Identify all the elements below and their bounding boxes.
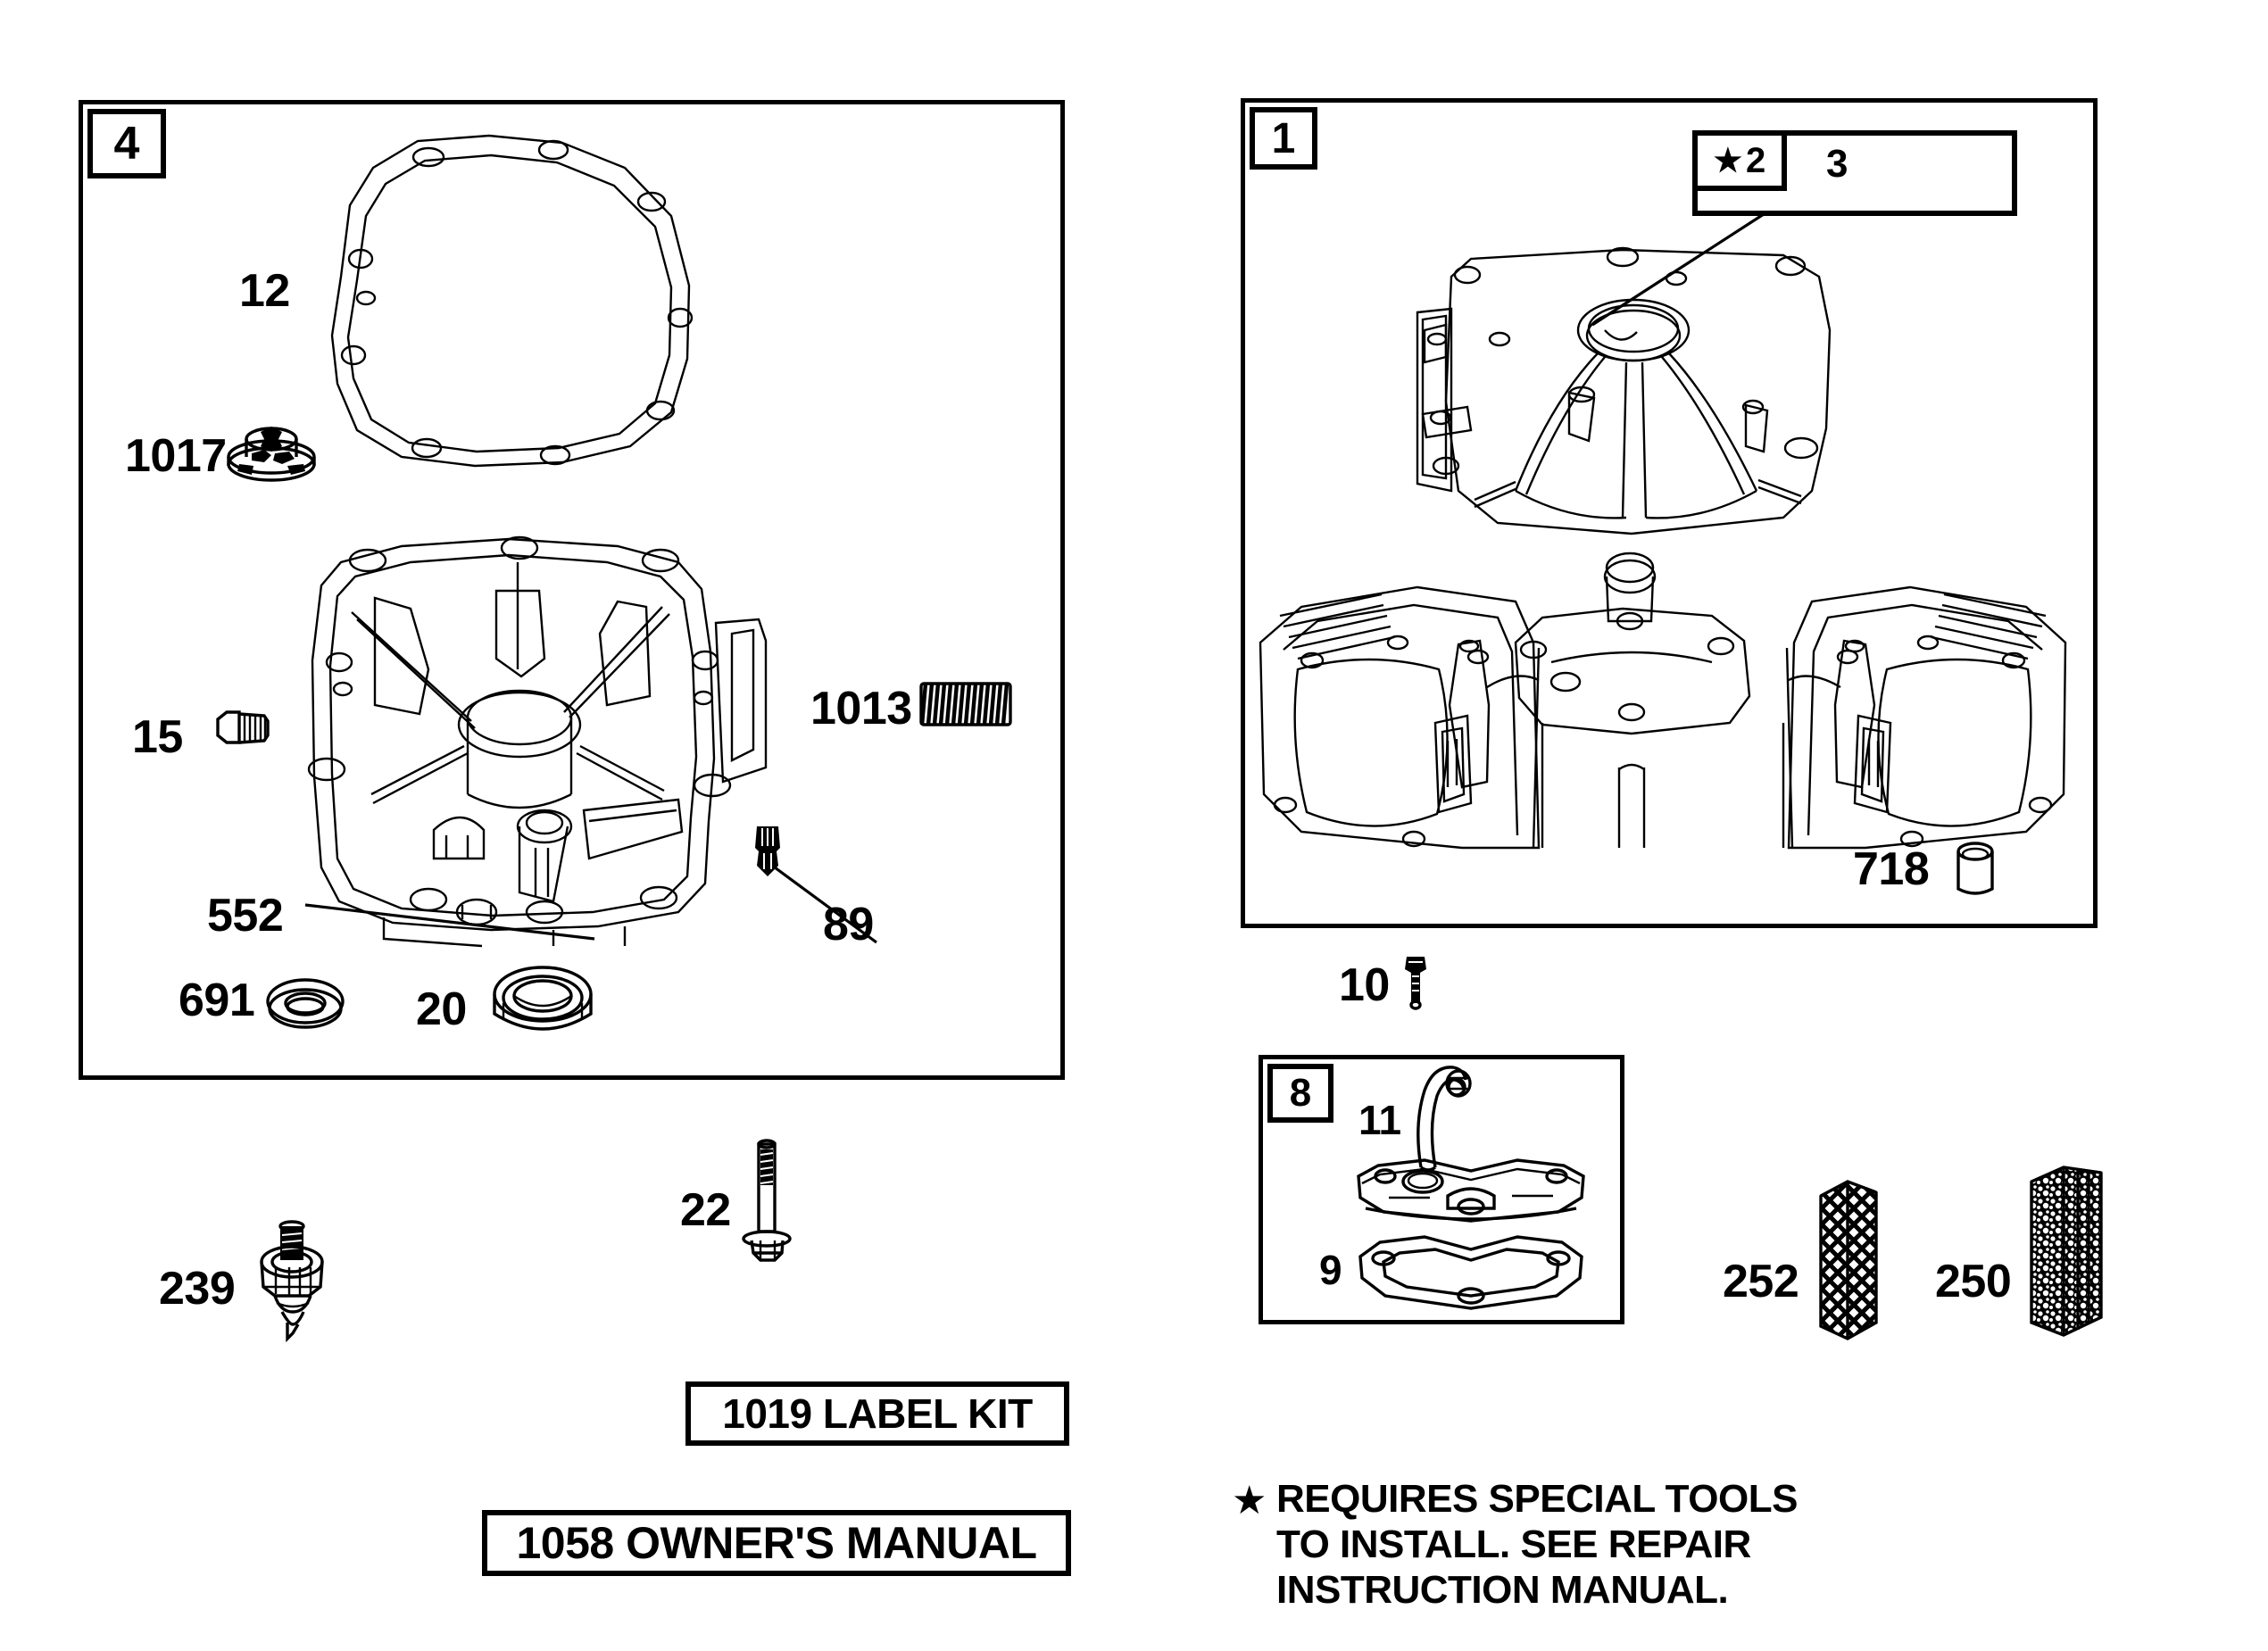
callout-11: 11 <box>1358 1097 1401 1143</box>
ball-bearing-icon <box>493 966 593 1031</box>
label-kit-box: 1019 LABEL KIT <box>685 1381 1069 1446</box>
panel-1-frame <box>1241 98 2098 928</box>
callout-3: 3 <box>1826 142 1848 186</box>
owners-manual-box: 1058 OWNER'S MANUAL <box>482 1510 1071 1576</box>
breather-body-icon <box>1357 1158 1585 1223</box>
footnote-star-icon: ★ <box>1232 1479 1267 1522</box>
knurled-dowel-pin-icon <box>755 826 780 876</box>
cylinder-block-assembly-icon <box>1259 246 2067 850</box>
gasket-outline-icon <box>330 134 694 468</box>
callout-691: 691 <box>179 975 255 1026</box>
oil-seal-ring-icon <box>266 978 345 1029</box>
callout-1017: 1017 <box>125 430 227 482</box>
panel-4-tag-label: 4 <box>113 118 140 170</box>
callout-15: 15 <box>132 711 183 763</box>
breather-gasket-icon <box>1358 1235 1583 1310</box>
porous-foam-element-icon <box>2030 1166 2103 1337</box>
diamond-mesh-element-icon <box>1819 1180 1878 1340</box>
callout-1013: 1013 <box>810 683 912 734</box>
crankcase-cover-body-icon <box>307 535 768 948</box>
panel-8-tag-label: 8 <box>1289 1071 1312 1115</box>
callout-89-leader <box>774 866 877 944</box>
pressure-switch-icon <box>260 1220 324 1343</box>
callout-252: 252 <box>1723 1256 1799 1307</box>
flange-bolt-icon <box>742 1139 792 1262</box>
inset-number-2: 2 <box>1746 140 1766 180</box>
footnote-line-2: TO INSTALL. SEE REPAIR <box>1276 1522 1751 1566</box>
callout-552: 552 <box>207 890 284 942</box>
slotted-retainer-icon <box>227 427 316 482</box>
machine-screw-icon <box>1405 957 1426 1010</box>
panel-4-tag: 4 <box>87 109 166 178</box>
cylindrical-pin-icon <box>1956 842 1994 895</box>
callout-20: 20 <box>416 983 467 1035</box>
breather-tube-icon <box>1416 1066 1472 1172</box>
panel-1-inset-star-tag: ★ 2 <box>1692 130 1787 191</box>
callout-12: 12 <box>239 265 290 317</box>
footnote-line-1: REQUIRES SPECIAL TOOLS <box>1276 1477 1798 1521</box>
star-icon: ★ <box>1713 142 1743 178</box>
callout-89: 89 <box>823 899 874 950</box>
panel-4-frame <box>79 100 1065 1080</box>
panel-8-tag: 8 <box>1267 1064 1333 1123</box>
callout-9: 9 <box>1319 1247 1342 1293</box>
owners-manual-text: 1058 OWNER'S MANUAL <box>516 1518 1037 1568</box>
panel-1-tag-label: 1 <box>1271 114 1296 162</box>
callout-239: 239 <box>159 1263 236 1315</box>
panel-1-tag: 1 <box>1250 107 1317 170</box>
threaded-stud-icon <box>919 682 1012 726</box>
callout-10: 10 <box>1339 959 1390 1011</box>
callout-22: 22 <box>680 1184 731 1236</box>
callout-552-leader <box>304 903 595 941</box>
callout-718: 718 <box>1853 843 1930 895</box>
footnote-line-3: INSTRUCTION MANUAL. <box>1276 1568 1729 1612</box>
callout-250: 250 <box>1935 1256 2012 1307</box>
hex-pipe-plug-icon <box>216 710 270 744</box>
label-kit-text: 1019 LABEL KIT <box>722 1390 1033 1437</box>
